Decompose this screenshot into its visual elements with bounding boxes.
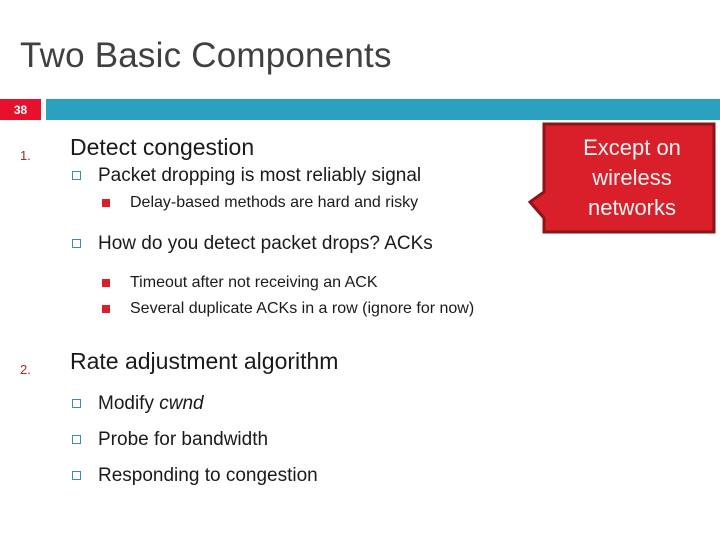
outline-item-rate-adjustment: 2. Rate adjustment algorithm <box>0 346 720 377</box>
outline-item-timeout-ack: Timeout after not receiving an ACK <box>0 270 720 296</box>
outline-item-probe-bandwidth: Probe for bandwidth <box>0 426 720 454</box>
filled-square-bullet-icon <box>102 279 110 287</box>
list-number-2: 2. <box>20 362 31 377</box>
outline-item-modify-cwnd: Modify cwnd <box>0 390 720 418</box>
outline-item-label: Packet dropping is most reliably signal <box>98 165 422 186</box>
outline-item-label: How do you detect packet drops? ACKs <box>98 233 433 254</box>
hollow-square-bullet-icon <box>72 239 81 248</box>
outline-item-label-emphasis: cwnd <box>159 393 204 414</box>
callout-except-wireless: Except on wireless networks <box>528 122 716 234</box>
outline-item-responding-congestion: Responding to congestion <box>0 462 720 490</box>
outline-item-label: Modify <box>98 393 160 414</box>
filled-square-bullet-icon <box>102 199 110 207</box>
page-title: Two Basic Components <box>20 36 392 75</box>
outline-item-duplicate-acks: Several duplicate ACKs in a row (ignore … <box>0 296 720 322</box>
outline-item-how-detect-drops: How do you detect packet drops? ACKs <box>0 230 720 258</box>
slide-body: 1. Detect congestion Packet dropping is … <box>0 120 720 490</box>
outline-item-label: Detect congestion <box>70 134 255 160</box>
outline-item-label: Several duplicate ACKs in a row (ignore … <box>130 300 475 317</box>
outline-item-delay-based: Delay-based methods are hard and risky <box>0 190 720 216</box>
filled-square-bullet-icon <box>102 305 110 313</box>
hollow-square-bullet-icon <box>72 435 81 444</box>
slide-number-badge: 38 <box>0 99 41 120</box>
outline-item-detect-congestion: 1. Detect congestion <box>0 132 720 163</box>
outline-item-label: Timeout after not receiving an ACK <box>130 274 378 291</box>
outline-item-packet-dropping: Packet dropping is most reliably signal <box>0 162 720 190</box>
hollow-square-bullet-icon <box>72 399 81 408</box>
hollow-square-bullet-icon <box>72 171 81 180</box>
list-number-1: 1. <box>20 148 31 163</box>
header-rule: 38 <box>0 99 720 120</box>
callout-shape-icon <box>528 122 716 234</box>
header-accent-bar <box>46 99 720 120</box>
outline-item-label: Probe for bandwidth <box>98 429 269 450</box>
outline-item-label: Responding to congestion <box>98 465 318 486</box>
hollow-square-bullet-icon <box>72 471 81 480</box>
outline-item-label: Rate adjustment algorithm <box>70 348 339 374</box>
outline-item-label: Delay-based methods are hard and risky <box>130 194 419 211</box>
